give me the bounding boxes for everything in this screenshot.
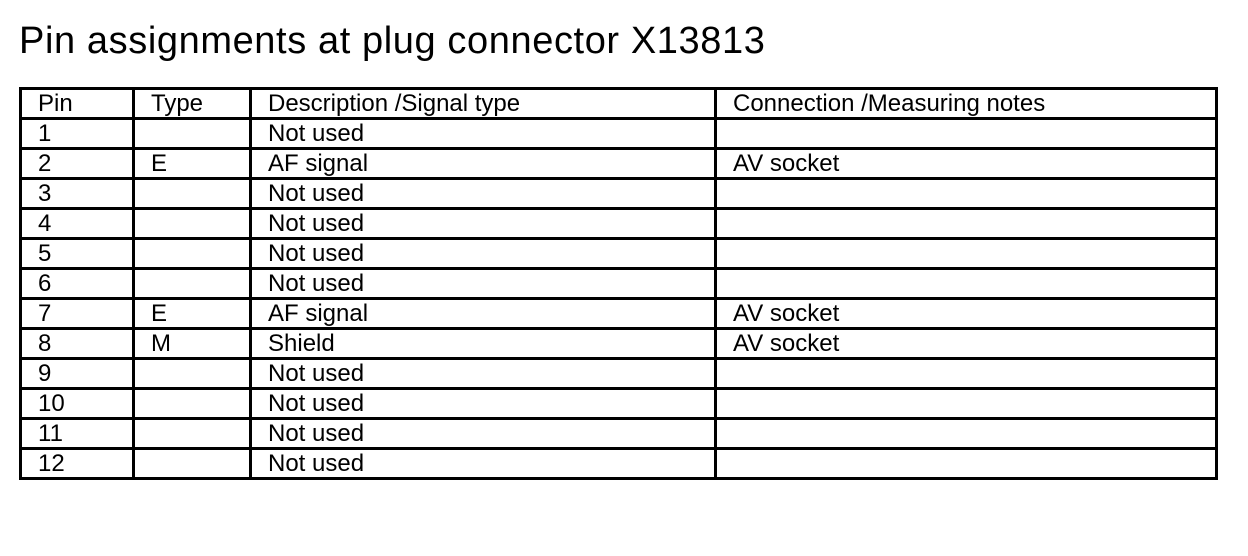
cell-pin: 2 (19, 147, 135, 180)
cell-pin: 5 (19, 237, 135, 270)
cell-connection (714, 237, 1218, 270)
cell-type (132, 177, 252, 210)
table-row: 11 Not used (19, 417, 1218, 450)
cell-description: Not used (249, 117, 717, 150)
cell-pin: 6 (19, 267, 135, 300)
cell-connection (714, 447, 1218, 480)
cell-type (132, 237, 252, 270)
cell-pin: 4 (19, 207, 135, 240)
cell-type (132, 117, 252, 150)
cell-connection (714, 357, 1218, 390)
table-row: 1 Not used (19, 117, 1218, 150)
cell-pin: 10 (19, 387, 135, 420)
cell-description: Not used (249, 417, 717, 450)
table-row: 9 Not used (19, 357, 1218, 390)
cell-pin: 1 (19, 117, 135, 150)
cell-type (132, 207, 252, 240)
table-row: 12 Not used (19, 447, 1218, 480)
header-connection: Connection /Measuring notes (714, 87, 1218, 120)
cell-description: Not used (249, 387, 717, 420)
header-pin: Pin (19, 87, 135, 120)
table-row: 3 Not used (19, 177, 1218, 210)
cell-connection: AV socket (714, 327, 1218, 360)
table-row: 4 Not used (19, 207, 1218, 240)
cell-type (132, 357, 252, 390)
cell-type: M (132, 327, 252, 360)
cell-description: Not used (249, 447, 717, 480)
cell-type (132, 387, 252, 420)
cell-pin: 12 (19, 447, 135, 480)
page-title: Pin assignments at plug connector X13813 (19, 20, 766, 62)
cell-description: Not used (249, 267, 717, 300)
cell-connection (714, 387, 1218, 420)
cell-description: Not used (249, 177, 717, 210)
cell-description: AF signal (249, 297, 717, 330)
cell-pin: 11 (19, 417, 135, 450)
cell-type: E (132, 297, 252, 330)
cell-connection (714, 117, 1218, 150)
cell-description: AF signal (249, 147, 717, 180)
cell-pin: 8 (19, 327, 135, 360)
cell-connection (714, 267, 1218, 300)
header-type: Type (132, 87, 252, 120)
cell-description: Not used (249, 357, 717, 390)
table-row: 5 Not used (19, 237, 1218, 270)
cell-description: Not used (249, 237, 717, 270)
cell-type: E (132, 147, 252, 180)
cell-connection: AV socket (714, 297, 1218, 330)
cell-type (132, 417, 252, 450)
cell-type (132, 267, 252, 300)
cell-connection: AV socket (714, 147, 1218, 180)
cell-connection (714, 417, 1218, 450)
cell-pin: 3 (19, 177, 135, 210)
table-row: 10 Not used (19, 387, 1218, 420)
cell-connection (714, 207, 1218, 240)
table-row: 6 Not used (19, 267, 1218, 300)
table-header-row: Pin Type Description /Signal type Connec… (19, 87, 1218, 120)
cell-pin: 7 (19, 297, 135, 330)
cell-pin: 9 (19, 357, 135, 390)
cell-description: Shield (249, 327, 717, 360)
header-description: Description /Signal type (249, 87, 717, 120)
cell-type (132, 447, 252, 480)
cell-description: Not used (249, 207, 717, 240)
cell-connection (714, 177, 1218, 210)
pin-assignment-table: Pin Type Description /Signal type Connec… (19, 87, 1218, 480)
